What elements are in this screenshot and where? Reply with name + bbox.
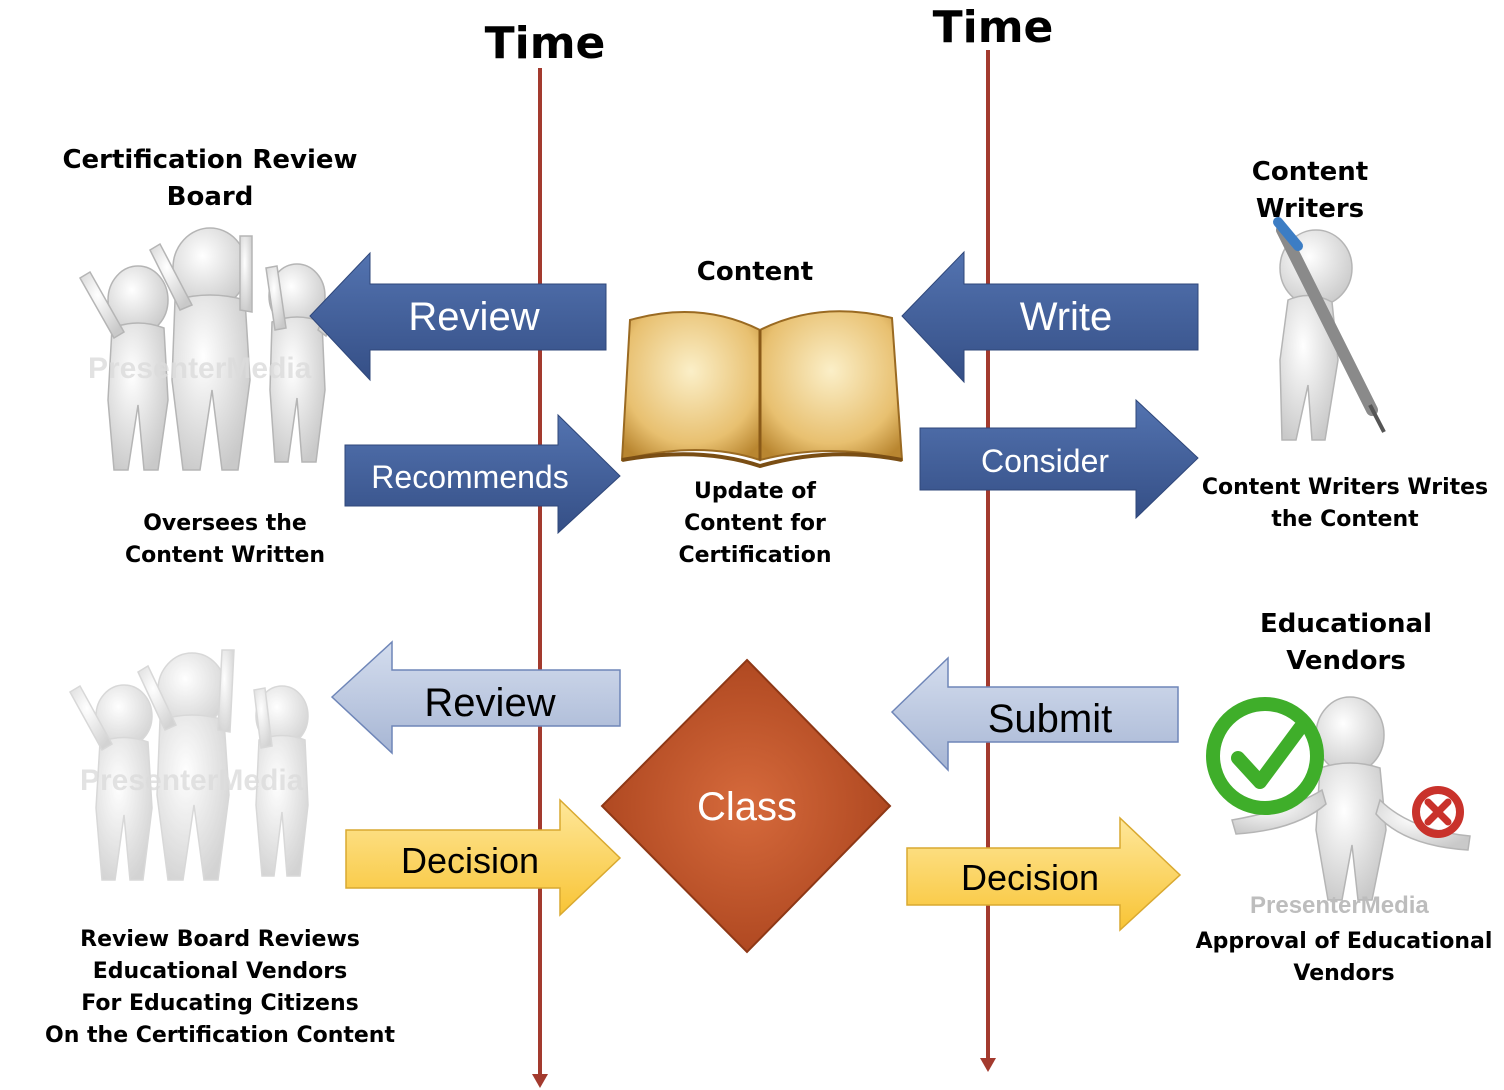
arrow-submit: Submit	[890, 656, 1179, 772]
arrow-review-top-label: Review	[408, 295, 539, 339]
arrow-decision-right-label: Decision	[961, 857, 1099, 898]
stick-figure-vendor-icon	[1231, 696, 1471, 901]
arrow-consider-label: Consider	[981, 443, 1109, 479]
stick-figure-group-icon	[78, 227, 339, 471]
timeline-left	[532, 68, 548, 1088]
timeline-right-label: Time	[932, 2, 1054, 53]
review-board-vendors-caption-line-2: Educational Vendors	[92, 959, 348, 984]
class-diamond-label: Class	[697, 785, 797, 829]
review-board-vendors-caption-line-3: For Educating Citizens	[81, 991, 359, 1016]
x-icon	[1412, 786, 1464, 838]
class-diamond: Class	[600, 658, 892, 954]
review-board-vendors-caption: Review Board Reviews Educational Vendors…	[0, 924, 440, 1052]
checkmark-icon	[1206, 697, 1324, 815]
timeline-left-label: Time	[484, 18, 606, 69]
arrow-review-bottom-label: Review	[424, 681, 555, 725]
content-title: Content	[696, 257, 814, 287]
timeline-right	[980, 50, 996, 1072]
watermark-2: PresenterMedia	[80, 764, 304, 797]
arrow-consider: Consider	[919, 398, 1199, 520]
open-book-icon	[620, 310, 904, 469]
content-caption: Update of Content for Certification	[678, 479, 832, 568]
content-writers-caption: Content Writers Writes the Content	[1201, 475, 1489, 532]
arrow-decision-left: Decision	[345, 798, 622, 917]
arrow-write-label: Write	[1020, 295, 1113, 339]
stick-figure-group-faded-icon	[68, 649, 309, 881]
watermark-1: PresenterMedia	[88, 352, 312, 385]
review-board-vendors-caption-line-1: Review Board Reviews	[80, 927, 360, 952]
arrow-recommends-label: Recommends	[371, 459, 568, 495]
arrow-decision-right: Decision	[906, 816, 1182, 932]
educational-vendors-title: Educational Vendors	[1259, 609, 1432, 676]
arrow-decision-left-label: Decision	[401, 840, 539, 881]
arrow-review-bottom: Review	[330, 640, 621, 755]
arrow-submit-label: Submit	[988, 697, 1113, 741]
watermark-3: PresenterMedia	[1250, 892, 1429, 919]
arrow-write: Write	[901, 250, 1199, 384]
educational-vendors-caption: Approval of Educational Vendors	[1195, 929, 1493, 986]
arrow-recommends: Recommends	[344, 413, 621, 535]
review-board-caption: Oversees the Content Written	[124, 511, 326, 568]
arrow-review-top: Review	[309, 251, 607, 382]
review-board-vendors-caption-line-4: On the Certification Content	[45, 1023, 395, 1048]
stick-figure-pen-icon	[1273, 217, 1386, 441]
review-board-title: Certification Review Board	[62, 145, 358, 212]
content-writers-title: Content Writers	[1251, 157, 1369, 224]
